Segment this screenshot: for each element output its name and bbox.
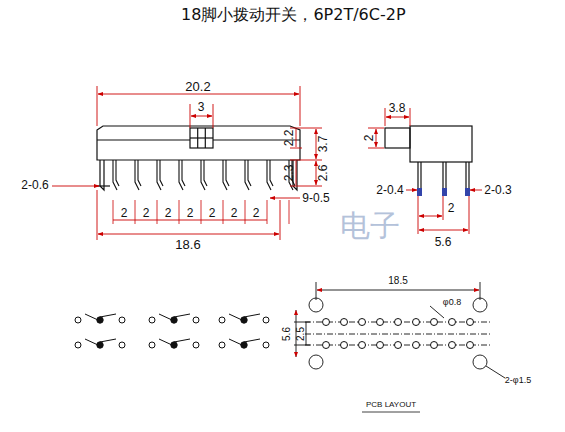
contact xyxy=(193,342,199,348)
pin xyxy=(201,160,207,190)
contact-line xyxy=(174,339,190,342)
contact-line xyxy=(229,314,242,320)
pcb-hole xyxy=(341,342,348,349)
dimension-label: 2 xyxy=(121,207,128,219)
dimension-label: φ0.8 xyxy=(443,298,461,307)
pcb-hole xyxy=(467,319,474,326)
pin xyxy=(113,160,119,190)
dimension-label: 2 xyxy=(448,202,455,214)
pcb-hole xyxy=(431,342,438,349)
pin xyxy=(157,160,163,190)
pcb-hole xyxy=(341,319,348,326)
extension-line xyxy=(289,200,290,224)
pcb-hole xyxy=(431,319,438,326)
title: 18脚小拨动开关，6P2T/6C-2P xyxy=(181,7,405,23)
contact xyxy=(263,342,269,348)
watermark: 电子 xyxy=(340,211,400,241)
contact xyxy=(241,317,247,323)
contact xyxy=(75,342,81,348)
dimension-label: 2-0.4 xyxy=(376,184,403,196)
contact xyxy=(263,317,269,323)
contact xyxy=(149,317,155,323)
contact-line xyxy=(159,314,172,320)
dimension-label: 2.5 xyxy=(296,327,306,341)
contact-line xyxy=(244,339,260,342)
pcb-hole xyxy=(359,342,366,349)
switch-pins xyxy=(113,160,295,224)
dimension-label: 2-0.6 xyxy=(21,179,48,191)
dimension-label: 3 xyxy=(198,101,205,113)
contact-line xyxy=(229,339,242,345)
pin xyxy=(135,160,141,190)
contact xyxy=(241,342,247,348)
dimension-label: 20.2 xyxy=(185,80,210,93)
pin xyxy=(267,160,273,190)
contact-line xyxy=(100,339,116,342)
pcb-holes xyxy=(323,319,474,349)
dimension-label: 2 xyxy=(231,207,238,219)
dimension-label: 2-0.3 xyxy=(484,184,511,196)
contact xyxy=(171,342,177,348)
pcb-hole xyxy=(413,319,420,326)
contact xyxy=(149,342,155,348)
dimension-label: 2 xyxy=(209,207,216,219)
pin xyxy=(179,160,185,190)
pcb-hole xyxy=(449,319,456,326)
dimension-label: 2 xyxy=(165,207,172,219)
pcb-hole xyxy=(323,319,330,326)
pcb-hole xyxy=(467,342,474,349)
contact xyxy=(171,317,177,323)
dimension-label: 18.6 xyxy=(175,238,200,251)
dimension-label: 3.7 xyxy=(317,136,329,153)
dimension-label: 2.6 xyxy=(317,165,329,182)
dimension-label: 5.6 xyxy=(282,327,292,341)
pcb-hole xyxy=(395,319,402,326)
contact xyxy=(219,317,225,323)
pcb-hole xyxy=(323,342,330,349)
dimension-label: PCB LAYOUT xyxy=(366,401,416,409)
dimension-label: 9-0.5 xyxy=(302,192,329,204)
contact-line xyxy=(85,339,98,345)
contact-line xyxy=(174,314,190,317)
dimension-label: 2.3 xyxy=(283,165,295,182)
contact-line xyxy=(100,314,116,317)
dimension-label: 2 xyxy=(143,207,150,219)
pcb-hole xyxy=(377,319,384,326)
contact xyxy=(119,342,125,348)
contact xyxy=(75,317,81,323)
contact xyxy=(219,342,225,348)
contact xyxy=(97,342,103,348)
switch-schematic xyxy=(75,314,269,348)
contact xyxy=(193,317,199,323)
dimension-label: 18.5 xyxy=(388,276,407,286)
contact xyxy=(97,317,103,323)
contact-line xyxy=(244,314,260,317)
contact xyxy=(119,317,125,323)
contact-line xyxy=(159,339,172,345)
dimension-label: 2 xyxy=(253,207,260,219)
pcb-hole xyxy=(449,342,456,349)
dimension-label: 2 xyxy=(187,207,194,219)
pcb-hole xyxy=(377,342,384,349)
pin xyxy=(245,160,251,190)
pcb-hole xyxy=(395,342,402,349)
pcb-hole xyxy=(359,319,366,326)
pcb-hole xyxy=(413,342,420,349)
dimension-label: 5.6 xyxy=(435,236,452,248)
dimension-label: 2-φ1.5 xyxy=(505,376,531,385)
dimension-label: 3.8 xyxy=(389,102,406,114)
pin xyxy=(223,160,229,190)
contact-line xyxy=(85,314,98,320)
dimension-label: 2.2 xyxy=(283,130,295,147)
dimension-label: 2 xyxy=(363,135,375,142)
